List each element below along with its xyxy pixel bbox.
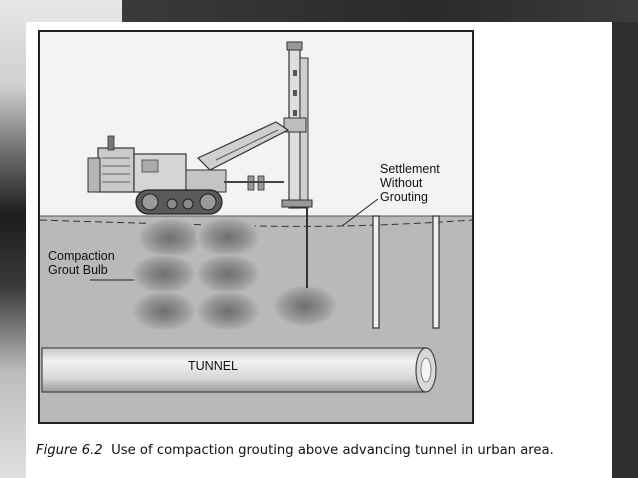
grout-bulb xyxy=(196,291,260,331)
settlement-label-line2: Without xyxy=(380,176,423,190)
rig-crawler-track xyxy=(135,189,223,215)
compaction-label-line2: Grout Bulb xyxy=(48,263,108,277)
background-top-band xyxy=(122,0,638,22)
settlement-profile-line xyxy=(39,219,473,227)
grout-bulbs xyxy=(132,217,337,331)
grout-bulb xyxy=(132,291,196,331)
grout-bulb xyxy=(196,254,260,294)
rig-engine-housing xyxy=(97,147,135,193)
caption-figure-number: 6.2 xyxy=(81,443,103,458)
pile xyxy=(432,215,440,329)
tunnel-label: TUNNEL xyxy=(188,359,238,373)
grout-bulb xyxy=(273,285,337,327)
settlement-leader-line xyxy=(341,198,379,227)
pile xyxy=(372,215,380,329)
settlement-label-line1: Settlement xyxy=(380,162,440,176)
rig-mast-rail xyxy=(299,57,309,209)
grout-bulb xyxy=(132,254,196,294)
settlement-label-line3: Grouting xyxy=(380,190,428,204)
compaction-label-line1: Compaction xyxy=(48,249,115,263)
background-right-band xyxy=(612,22,638,478)
caption-text: Use of compaction grouting above advanci… xyxy=(111,443,554,458)
compaction-grouting-diagram: Settlement Without Grouting Compaction G… xyxy=(38,30,474,424)
drilling-rig xyxy=(87,41,313,215)
grout-bulb xyxy=(138,218,202,258)
grout-bulb xyxy=(196,217,260,257)
caption-figure-label: Figure xyxy=(36,443,78,458)
figure-caption: Figure 6.2 Use of compaction grouting ab… xyxy=(36,443,626,458)
tunnel xyxy=(41,347,437,393)
